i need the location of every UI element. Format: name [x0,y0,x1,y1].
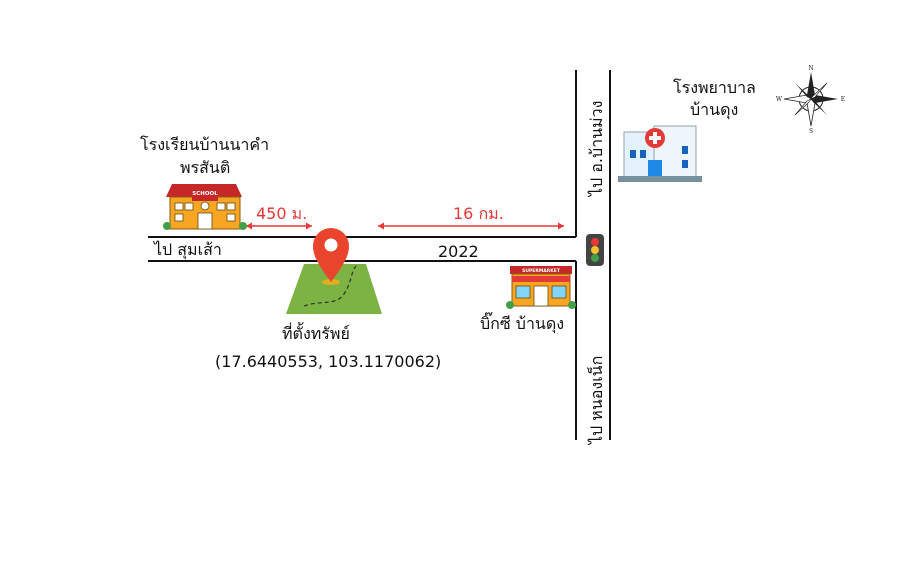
compass-rose-icon: N S W E [776,65,845,135]
supermarket-icon: SUPERMARKET [506,266,576,309]
direction-ban-muang: ไป อ.บ้านม่วง [587,100,606,196]
school-sign: SCHOOL [192,191,218,197]
store-name: บิ๊กซี บ้านดุง [480,314,565,333]
direction-suk-sao: ไป สุมเส้า [154,240,222,259]
compass-w: W [776,96,783,103]
distance-label-junction: 16 กม. [453,204,504,223]
school-name-line1: โรงเรียนบ้านนาคำ [140,135,270,154]
road-number: 2022 [438,242,479,261]
distance-arrow-junction [378,222,564,230]
compass-s: S [809,128,813,135]
property-coordinates: (17.6440553, 103.1170062) [215,352,442,371]
direction-nong-nek: ไป หนองเน็ก [587,355,606,444]
location-pin-icon [313,228,349,285]
property-label: ที่ตั้งทรัพย์ [282,324,350,343]
compass-e: E [841,96,845,103]
property-parcel [286,264,382,314]
hospital-icon [618,125,702,182]
school-icon: SCHOOL [163,184,247,230]
hospital-name-line2: บ้านดุง [690,100,739,119]
distance-label-school: 450 ม. [256,204,308,223]
distance-arrow-school [246,222,312,230]
hospital-name-line1: โรงพยาบาล [673,78,756,97]
traffic-light-icon [586,234,604,266]
supermarket-sign: SUPERMARKET [522,268,561,274]
compass-n: N [808,65,813,72]
school-name-line2: พรสันติ [180,158,231,177]
